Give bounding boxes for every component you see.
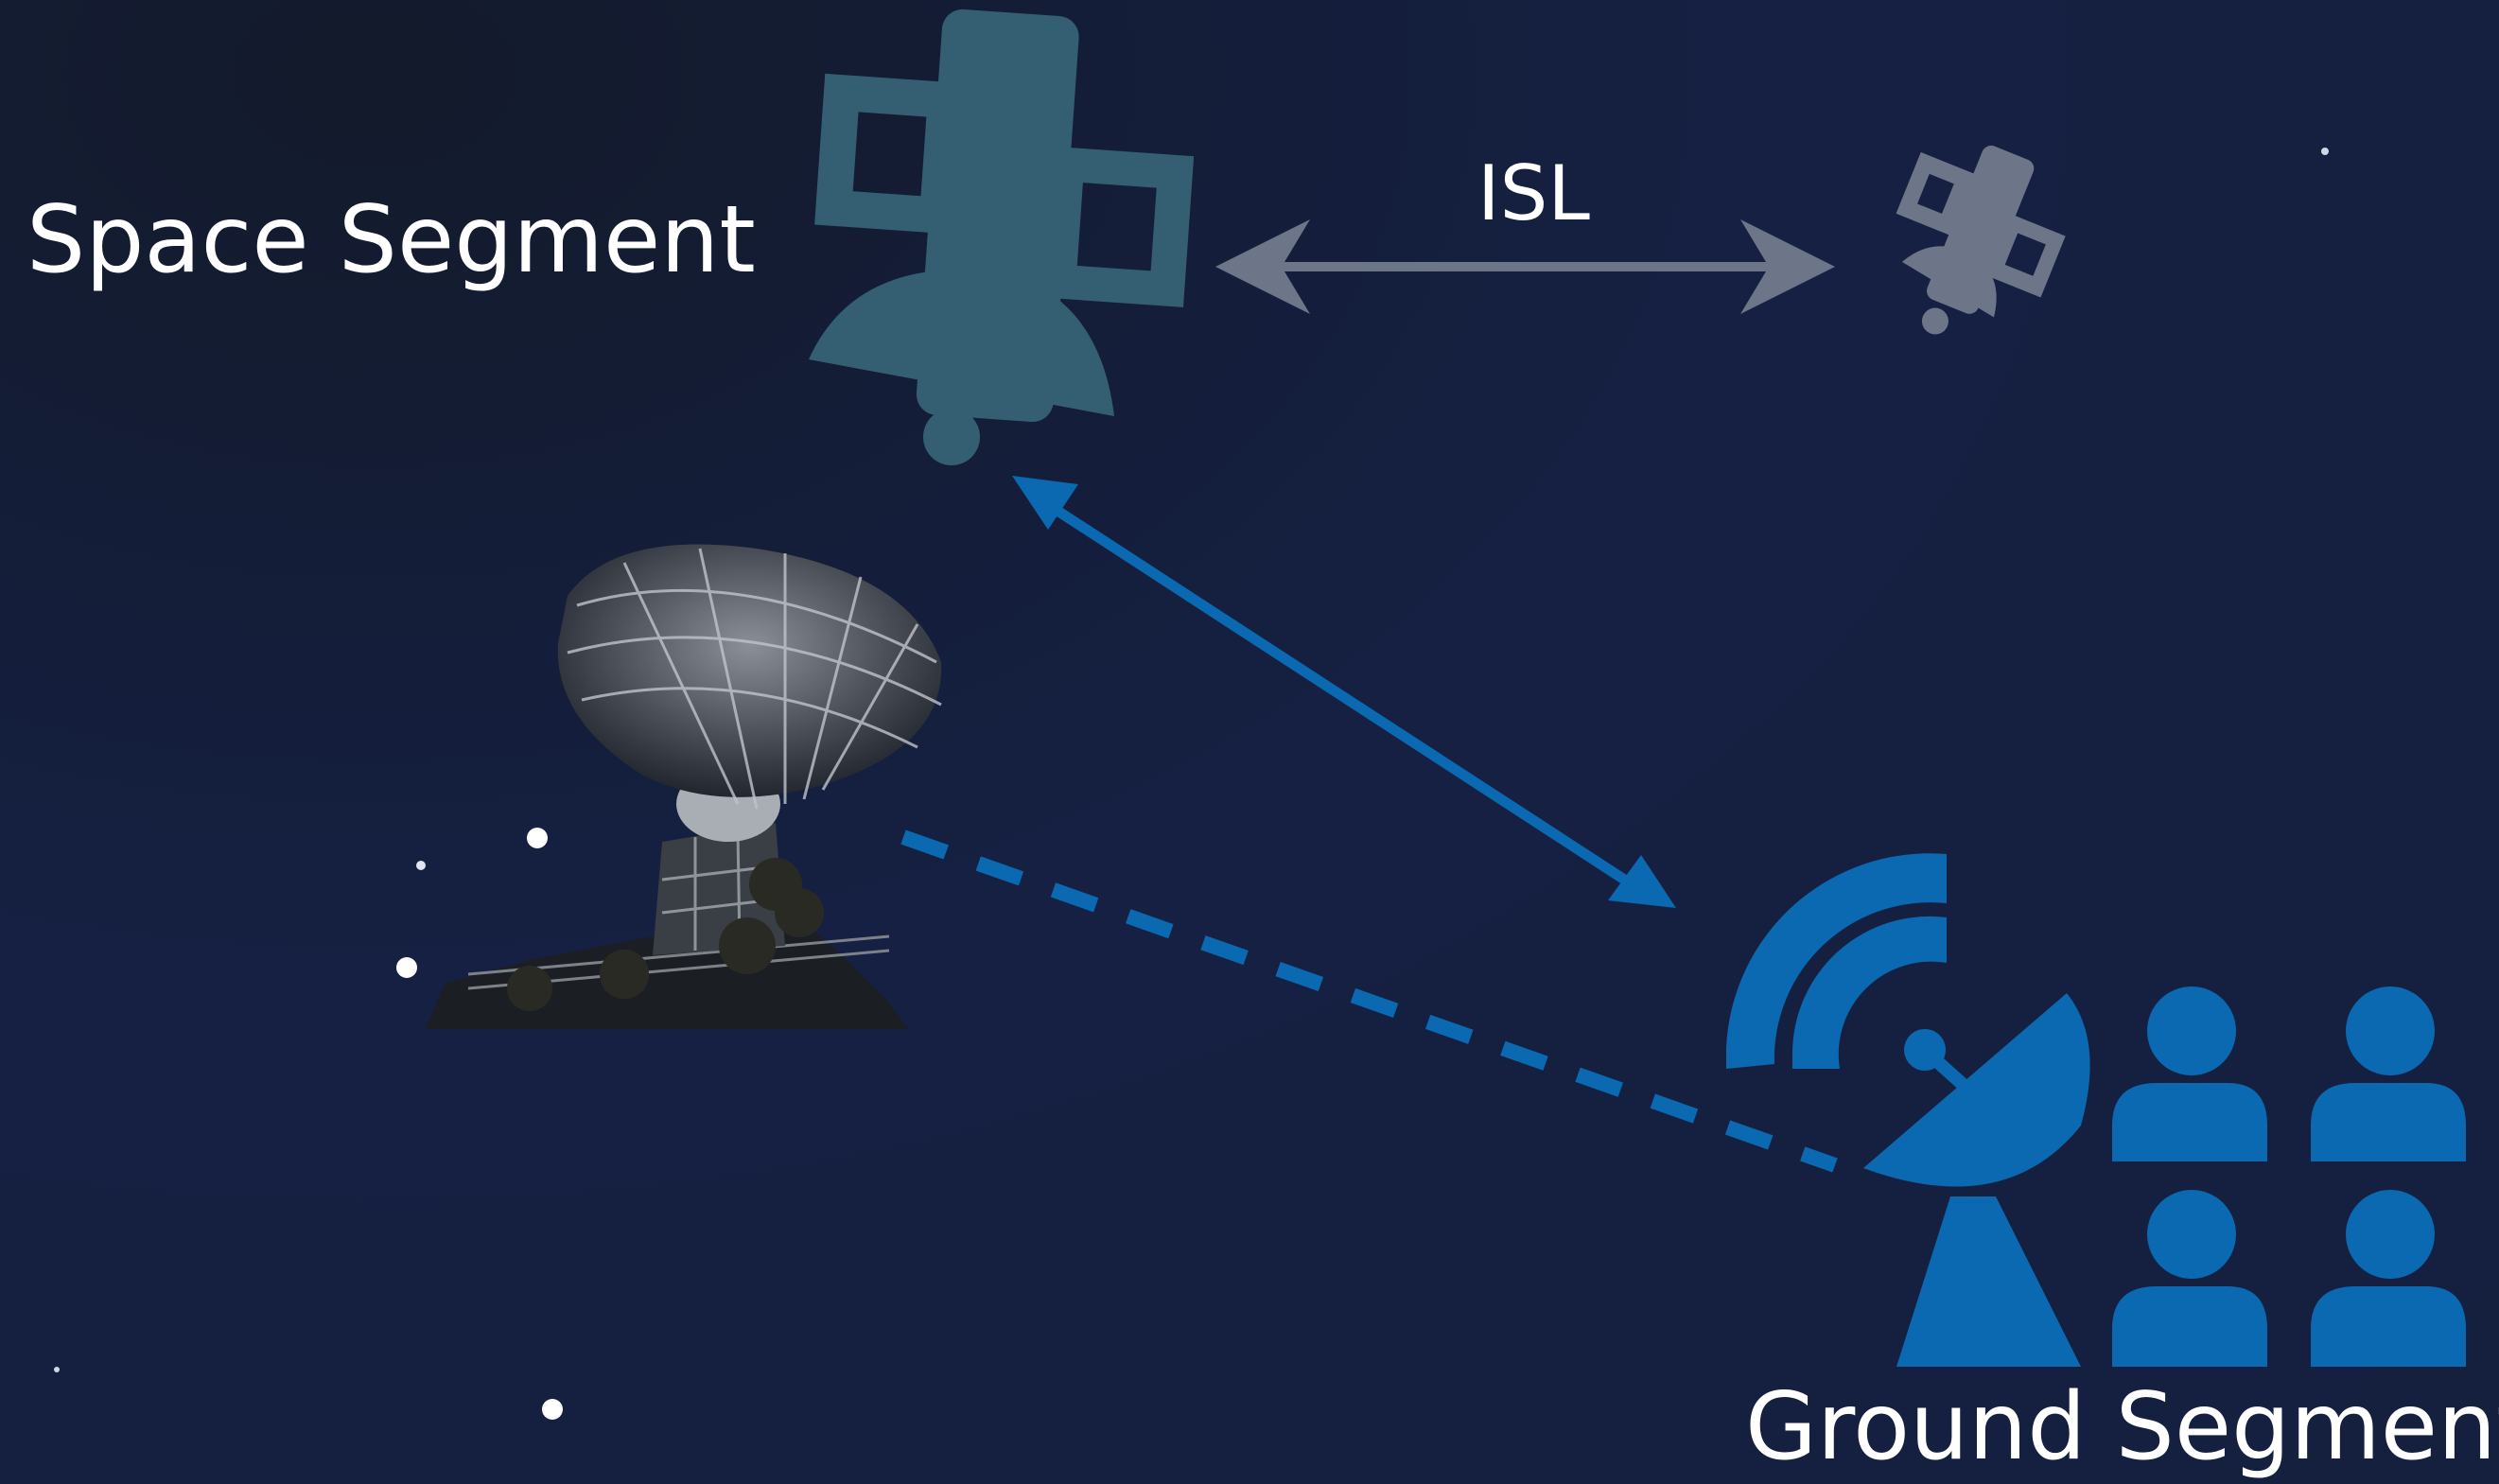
user-icon-2 (2311, 986, 2466, 1161)
primary-satellite-icon (809, 9, 1195, 465)
user-icon-4 (2311, 1190, 2466, 1367)
radio-telescope-photo (426, 544, 942, 1029)
isl-label: ISL (1477, 149, 1590, 237)
users-icon (2112, 986, 2466, 1367)
dashed-link (900, 829, 1838, 1173)
ground-station-dish-icon (1726, 853, 2090, 1367)
user-icon-1 (2112, 986, 2267, 1161)
space-segment-label: Space Segment (26, 186, 756, 294)
stars (54, 148, 2329, 1420)
uplink-arrow (1012, 476, 1676, 908)
user-icon-3 (2112, 1190, 2267, 1367)
secondary-satellite-icon (1896, 145, 2066, 335)
ground-segment-label: Ground Segment (1745, 1373, 2499, 1481)
